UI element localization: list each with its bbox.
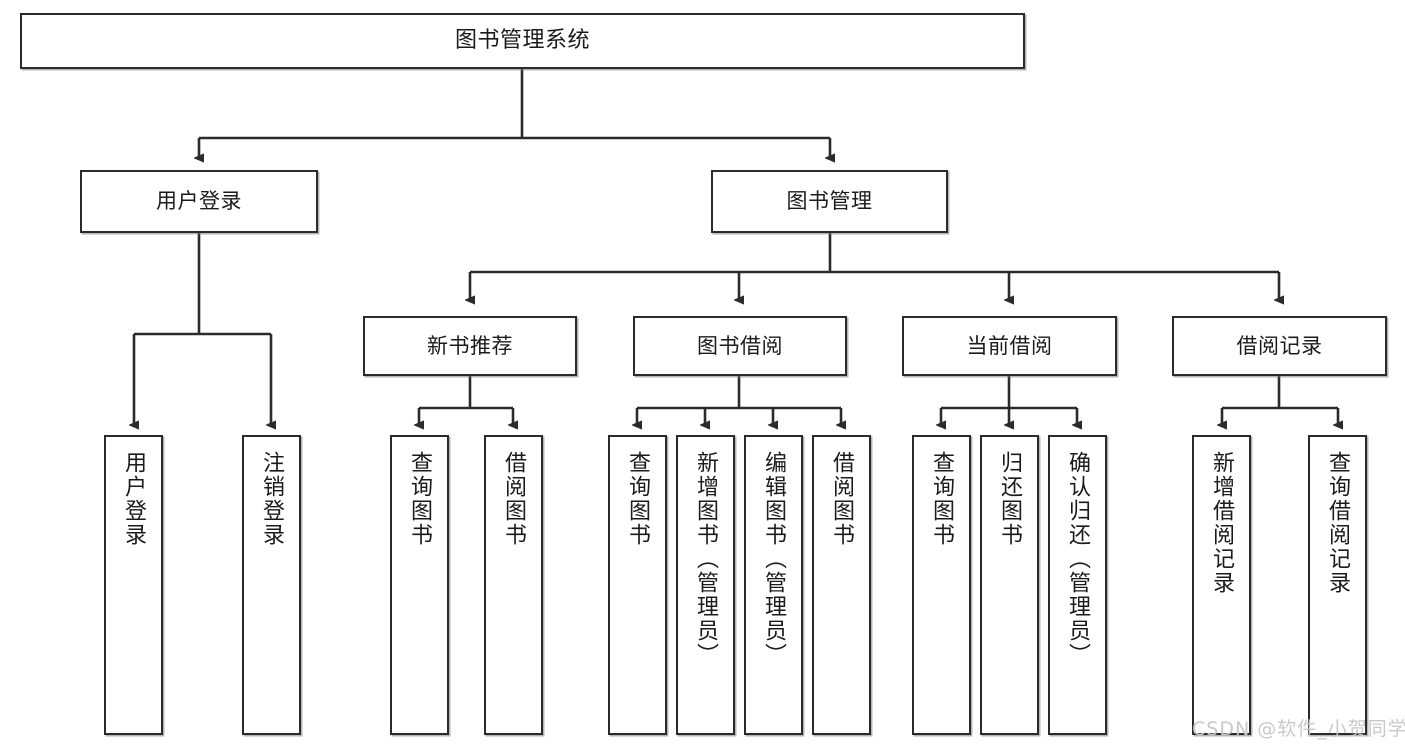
leaf-label: 注销登录 bbox=[259, 451, 285, 547]
leaf-label: 新增借阅记录 bbox=[1209, 451, 1235, 595]
node-book-management[interactable]: 图书管理 bbox=[711, 170, 948, 233]
leaf-label: 用户登录 bbox=[121, 451, 147, 547]
leaf-label: 归还图书 bbox=[997, 451, 1023, 547]
node-new-book-recommend-label: 新书推荐 bbox=[427, 333, 513, 358]
node-borrow-record[interactable]: 借阅记录 bbox=[1172, 316, 1387, 376]
node-new-book-recommend[interactable]: 新书推荐 bbox=[363, 316, 577, 376]
leaf-new-book-query-book[interactable]: 查询图书 bbox=[390, 435, 449, 735]
node-root-label: 图书管理系统 bbox=[454, 28, 590, 54]
leaf-label: 新增图书（管理员） bbox=[693, 451, 719, 667]
node-book-management-label: 图书管理 bbox=[786, 189, 873, 214]
leaf-current-borrow-return-book[interactable]: 归还图书 bbox=[980, 435, 1039, 735]
leaf-current-borrow-confirm-return-admin[interactable]: 确认归还（管理员） bbox=[1048, 435, 1107, 735]
node-user-login[interactable]: 用户登录 bbox=[80, 170, 318, 233]
node-current-borrow-label: 当前借阅 bbox=[966, 333, 1053, 358]
node-book-borrow[interactable]: 图书借阅 bbox=[633, 316, 847, 376]
node-current-borrow[interactable]: 当前借阅 bbox=[902, 316, 1117, 376]
leaf-user-login-login[interactable]: 用户登录 bbox=[104, 435, 163, 735]
leaf-label: 确认归还（管理员） bbox=[1065, 451, 1091, 667]
leaf-label: 查询图书 bbox=[407, 451, 433, 547]
leaf-book-borrow-add-book-admin[interactable]: 新增图书（管理员） bbox=[676, 435, 735, 735]
leaf-book-borrow-borrow-book[interactable]: 借阅图书 bbox=[812, 435, 871, 735]
node-book-borrow-label: 图书借阅 bbox=[697, 333, 783, 358]
leaf-label: 查询图书 bbox=[929, 451, 955, 547]
leaf-borrow-record-query-record[interactable]: 查询借阅记录 bbox=[1308, 435, 1367, 735]
leaf-label: 查询图书 bbox=[625, 451, 651, 547]
leaf-label: 查询借阅记录 bbox=[1325, 451, 1351, 595]
leaf-label: 编辑图书（管理员） bbox=[761, 451, 787, 667]
node-user-login-label: 用户登录 bbox=[156, 189, 242, 214]
leaf-book-borrow-edit-book-admin[interactable]: 编辑图书（管理员） bbox=[744, 435, 803, 735]
csdn-watermark: CSDN @软件_小贺同学 bbox=[1192, 718, 1405, 740]
leaf-new-book-borrow-book[interactable]: 借阅图书 bbox=[484, 435, 543, 735]
node-root-book-management-system[interactable]: 图书管理系统 bbox=[20, 13, 1025, 69]
leaf-label: 借阅图书 bbox=[501, 451, 527, 547]
leaf-borrow-record-add-record[interactable]: 新增借阅记录 bbox=[1192, 435, 1251, 735]
leaf-user-login-logout[interactable]: 注销登录 bbox=[242, 435, 301, 735]
leaf-current-borrow-query-book[interactable]: 查询图书 bbox=[912, 435, 971, 735]
leaf-book-borrow-query-book[interactable]: 查询图书 bbox=[608, 435, 667, 735]
node-borrow-record-label: 借阅记录 bbox=[1236, 333, 1323, 358]
leaf-label: 借阅图书 bbox=[829, 451, 855, 547]
